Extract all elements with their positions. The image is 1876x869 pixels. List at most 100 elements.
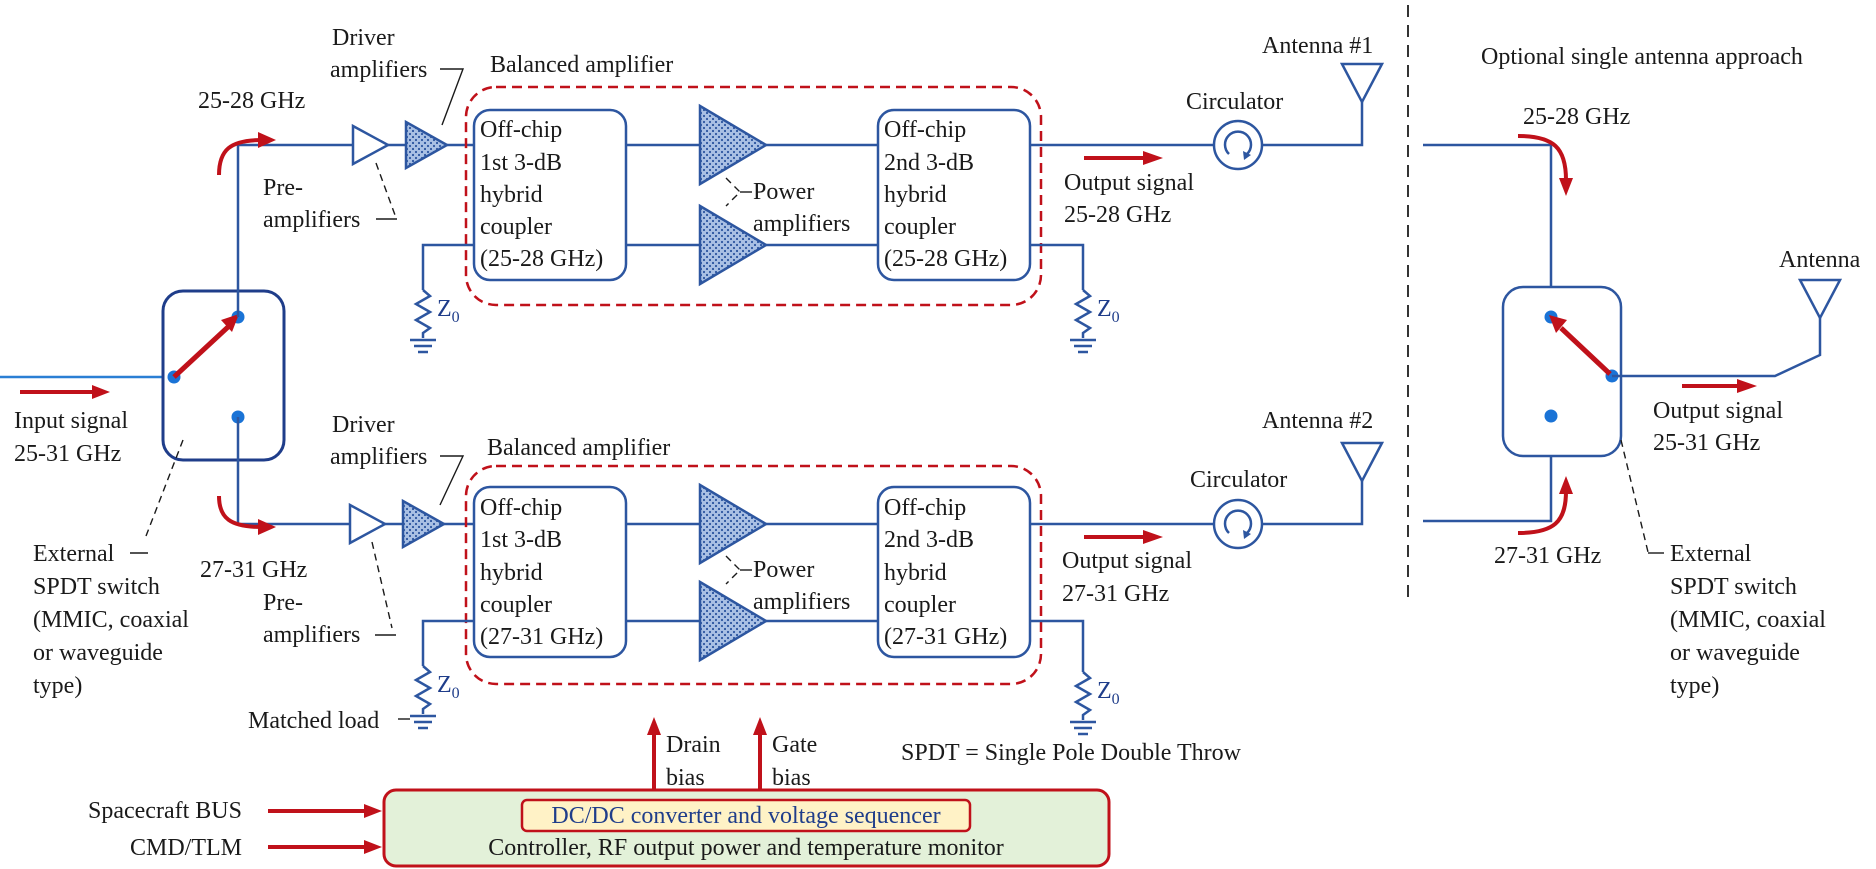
bottom-coupler1 (472, 485, 628, 659)
spdt-switch (161, 289, 286, 462)
bottom-driver-label-line2: amplifiers (330, 444, 427, 470)
optional-output-line1: Output signal (1653, 398, 1783, 424)
bottom-band-label: 27-31 GHz (200, 557, 307, 583)
top-output-label-line2: 25-28 GHz (1064, 202, 1171, 228)
bottom-load-resistor-1 (413, 665, 433, 714)
bottom-coupler2 (876, 485, 1032, 659)
top-load-label-2: Z0 (1097, 296, 1120, 326)
bottom-balanced-box (464, 464, 1043, 686)
top-coupler1-line5: (25-28 GHz) (480, 246, 603, 272)
drain-bias-line2: bias (666, 765, 705, 791)
bottom-output-label-line1: Output signal (1062, 548, 1192, 574)
top-coupler1-line2: 1st 3-dB (480, 150, 562, 176)
top-circulator (1212, 119, 1264, 171)
top-coupler1-line1: Off-chip (480, 117, 562, 143)
bottom-load-label-2: Z0 (1097, 678, 1120, 708)
optional-switch-line4: or waveguide (1670, 640, 1800, 666)
switch-pole-head (221, 314, 239, 332)
bottom-coupler1-line5: (27-31 GHz) (480, 624, 603, 650)
top-pa-label-line2: amplifiers (753, 211, 850, 237)
bottom-ground-1 (410, 714, 436, 730)
optional-switch-leader (1620, 439, 1649, 553)
bottom-coupler1-line1: Off-chip (480, 495, 562, 521)
spacecraft-bus-label: Spacecraft BUS (88, 798, 242, 824)
switch-label-line4: or waveguide (33, 640, 163, 666)
bottom-coupler1-line4: coupler (480, 592, 552, 618)
bottom-pre-amplifier (348, 502, 388, 546)
top-coupler2-line1: Off-chip (884, 117, 966, 143)
input-label-line2: 25-31 GHz (14, 441, 121, 467)
switch-label-line3: (MMIC, coaxial (33, 607, 189, 633)
chain-bottom: 27-31 GHz Driver amplifiers Pre- amplifi… (200, 408, 1385, 736)
bottom-coupler2-line3: hybrid (884, 560, 947, 586)
top-coupler2-line3: hybrid (884, 182, 947, 208)
bottom-ground-2 (1070, 720, 1096, 736)
switch-leader (145, 439, 184, 537)
bottom-driver-amplifier (401, 498, 447, 550)
top-output-label-line1: Output signal (1064, 170, 1194, 196)
input-label-line1: Input signal (14, 408, 128, 434)
gate-bias-line2: bias (772, 765, 811, 791)
input-arrow (20, 385, 110, 399)
optional-switch-bottom-node (1544, 409, 1558, 423)
spdt-note: SPDT = Single Pole Double Throw (901, 740, 1242, 766)
bottom-pa-leader (725, 555, 741, 585)
top-driver-label-line1: Driver (332, 25, 395, 51)
bottom-load-label-1: Z0 (437, 672, 460, 702)
bottom-coupler1-line2: 1st 3-dB (480, 527, 562, 553)
top-driver-amplifier (404, 119, 450, 171)
top-power-amp-2 (698, 203, 769, 287)
top-pre-leader (375, 162, 396, 216)
bottom-pa-label-line2: amplifiers (753, 589, 850, 615)
top-driver-leader (440, 68, 465, 126)
optional-antenna-label: Antenna (1779, 247, 1861, 273)
controller-input-arrows (268, 804, 382, 854)
optional-band-bottom: 27-31 GHz (1494, 543, 1601, 569)
bottom-circulator (1212, 498, 1264, 550)
top-ground-1 (410, 338, 436, 354)
top-antenna (1339, 62, 1385, 105)
optional-switch-pole-head (1549, 315, 1567, 333)
bottom-driver-label-line1: Driver (332, 412, 395, 438)
optional-switch-pole (1559, 326, 1612, 376)
top-coupler2-line2: 2nd 3-dB (884, 150, 974, 176)
dcdc-label: DC/DC converter and voltage sequencer (551, 803, 940, 829)
bottom-coupler2-line1: Off-chip (884, 495, 966, 521)
top-antenna-label: Antenna #1 (1262, 33, 1373, 59)
optional-switch-line1: External (1670, 541, 1752, 567)
cmd-tlm-label: CMD/TLM (130, 835, 242, 861)
top-circulator-label: Circulator (1186, 89, 1283, 115)
top-pre-label-line1: Pre- (263, 175, 303, 201)
bottom-load-resistor-2 (1073, 671, 1093, 720)
optional-switch-line2: SPDT switch (1670, 574, 1797, 600)
drain-bias-line1: Drain (666, 732, 721, 758)
optional-section: Optional single antenna approach 25-28 G… (1423, 44, 1861, 699)
optional-switch-line5: type) (1670, 673, 1719, 699)
switch-label-line5: type) (33, 673, 82, 699)
top-coupler2-line4: coupler (884, 214, 956, 240)
top-balanced-box (464, 85, 1043, 307)
bottom-coupler2-line5: (27-31 GHz) (884, 624, 1007, 650)
matched-load-label: Matched load (248, 708, 379, 734)
top-pa-leader (725, 177, 741, 207)
top-pre-amplifier (351, 123, 391, 167)
top-power-amp-1 (698, 103, 769, 187)
bottom-pa-label-line1: Power (753, 557, 814, 583)
optional-band-top: 25-28 GHz (1523, 104, 1630, 130)
top-driver-label-line2: amplifiers (330, 57, 427, 83)
bottom-output-label-line2: 27-31 GHz (1062, 581, 1169, 607)
optional-spdt-switch (1501, 285, 1623, 458)
top-pa-label-line1: Power (753, 179, 814, 205)
bottom-coupler1-line3: hybrid (480, 560, 543, 586)
bottom-power-amp-1 (698, 482, 769, 566)
top-load-label-1: Z0 (437, 296, 460, 326)
optional-title: Optional single antenna approach (1481, 44, 1803, 70)
bottom-antenna-label: Antenna #2 (1262, 408, 1373, 434)
optional-output-line2: 25-31 GHz (1653, 430, 1760, 456)
switch-label-line2: SPDT switch (33, 574, 160, 600)
top-coupler1 (472, 108, 628, 282)
optional-antenna (1797, 278, 1843, 321)
gate-bias-line1: Gate (772, 732, 817, 758)
bottom-pre-label-line2: amplifiers (263, 622, 360, 648)
